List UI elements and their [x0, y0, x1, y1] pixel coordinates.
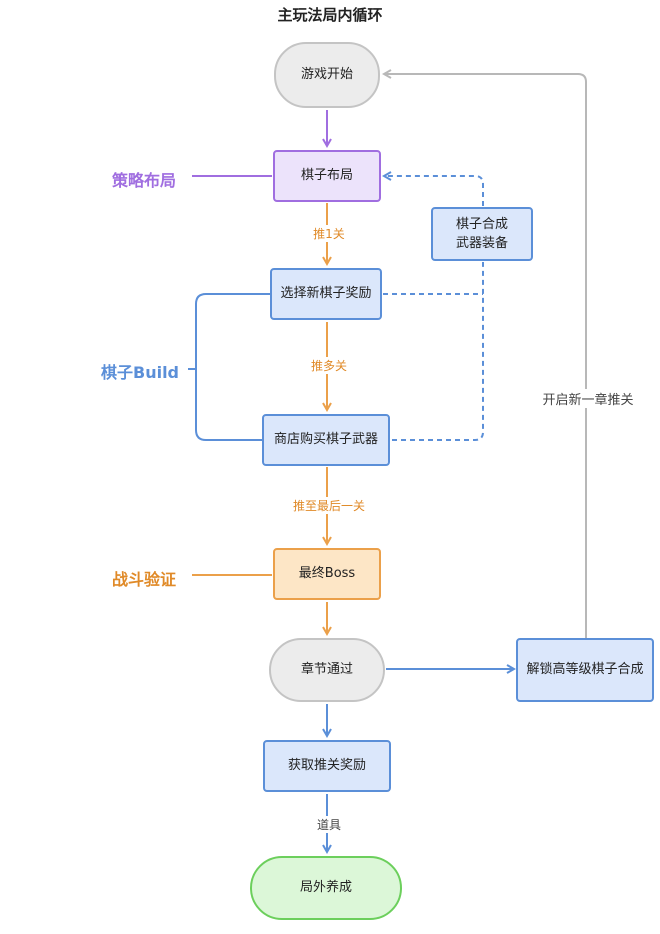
node-meta-growth: 局外养成: [250, 856, 402, 920]
edge-label-items: 道具: [304, 816, 354, 833]
edge-label-next-chapter: 开启新一章推关: [528, 389, 648, 408]
edge-label-push-last: 推至最后一关: [277, 497, 381, 514]
edge-shop-merge-dashed: [392, 262, 484, 441]
edge-label-push-many: 推多关: [298, 357, 360, 374]
node-unlock-merge: 解锁高等级棋子合成: [516, 638, 654, 702]
diagram-title: 主玩法局内循环: [277, 6, 383, 24]
phase-build-bracket: [195, 293, 270, 441]
phase-label-build: 棋子Build: [101, 363, 180, 382]
node-merge-equip-line2: 武器装备: [455, 236, 508, 251]
edge-label-push1: 推1关: [302, 225, 356, 242]
edge-merge-layout-dashed: [384, 176, 484, 206]
node-final-boss: 最终Boss: [273, 548, 381, 600]
node-game-start: 游戏开始: [274, 42, 380, 108]
node-shop-buy: 商店购买棋子武器: [262, 414, 390, 466]
edge-unlock-start: [384, 74, 587, 638]
node-merge-equip-line1: 棋子合成: [455, 216, 508, 232]
phase-label-battle: 战斗验证: [112, 570, 177, 589]
node-merge-equip: 棋子合成 武器装备: [431, 207, 533, 261]
node-choose-reward: 选择新棋子奖励: [270, 268, 382, 320]
node-chapter-clear: 章节通过: [269, 638, 385, 702]
node-piece-layout: 棋子布局: [273, 150, 381, 202]
node-push-reward: 获取推关奖励: [263, 740, 391, 792]
phase-label-strategy: 策略布局: [112, 171, 177, 190]
